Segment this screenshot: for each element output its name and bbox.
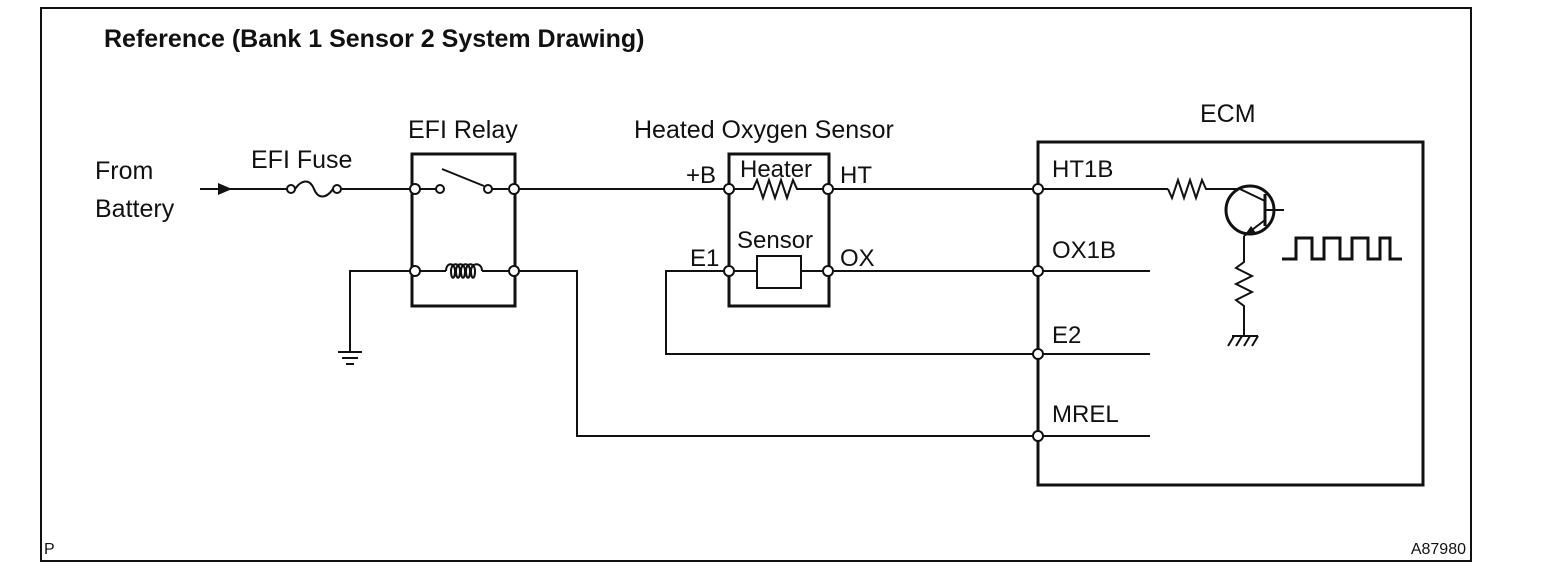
sensor-box xyxy=(727,152,831,308)
terminal-e2 xyxy=(1032,348,1044,360)
pin-ox-label: OX xyxy=(840,245,875,272)
diagram-frame xyxy=(40,7,1472,562)
pin-plus-b-label: +B xyxy=(686,162,716,189)
diagram-title: Reference (Bank 1 Sensor 2 System Drawin… xyxy=(104,25,644,53)
ecm-internal-lines xyxy=(1043,188,1168,437)
terminal-ht1b xyxy=(1032,183,1044,195)
efi-fuse-label: EFI Fuse xyxy=(251,146,352,174)
transistor-icon xyxy=(1224,184,1284,237)
efi-relay-label: EFI Relay xyxy=(408,116,518,144)
pin-ht1b-label: HT1B xyxy=(1052,156,1113,183)
ecm-resistor-icon xyxy=(1167,176,1240,202)
pin-e1-label: E1 xyxy=(690,245,719,272)
pin-e2-label: E2 xyxy=(1052,322,1081,349)
heater-label: Heater xyxy=(740,156,812,183)
efi-relay-box xyxy=(410,152,517,308)
wire-relay-ground xyxy=(349,270,410,352)
ground-icon xyxy=(338,351,362,365)
wire-relay-mrel xyxy=(519,270,1033,437)
pin-mrel-label: MREL xyxy=(1052,401,1119,428)
terminal-mrel xyxy=(1032,430,1044,442)
corner-label-left: P xyxy=(44,541,55,558)
sensor-element-label: Sensor xyxy=(737,227,813,254)
ecm-title: ECM xyxy=(1200,100,1256,128)
source-label-line1: From xyxy=(95,157,153,185)
sensor-title: Heated Oxygen Sensor xyxy=(634,116,894,144)
source-label-line2: Battery xyxy=(95,195,175,223)
chassis-ground-icon xyxy=(1227,335,1259,347)
battery-arrow-icon xyxy=(200,183,232,195)
pulse-waveform-icon xyxy=(1282,236,1402,261)
fuse-icon xyxy=(286,180,342,198)
ecm-box xyxy=(1036,140,1425,487)
pulldown-resistor-icon xyxy=(1233,236,1255,336)
wire-e1-e2 xyxy=(665,270,1033,355)
sensor-element-icon xyxy=(723,255,834,289)
pin-ht-label: HT xyxy=(840,162,872,189)
corner-label-right: A87980 xyxy=(1411,541,1466,558)
relay-coil-icon xyxy=(409,263,520,279)
pin-ox1b-label: OX1B xyxy=(1052,237,1116,264)
relay-switch-icon xyxy=(409,168,520,195)
terminal-ox1b xyxy=(1032,265,1044,277)
